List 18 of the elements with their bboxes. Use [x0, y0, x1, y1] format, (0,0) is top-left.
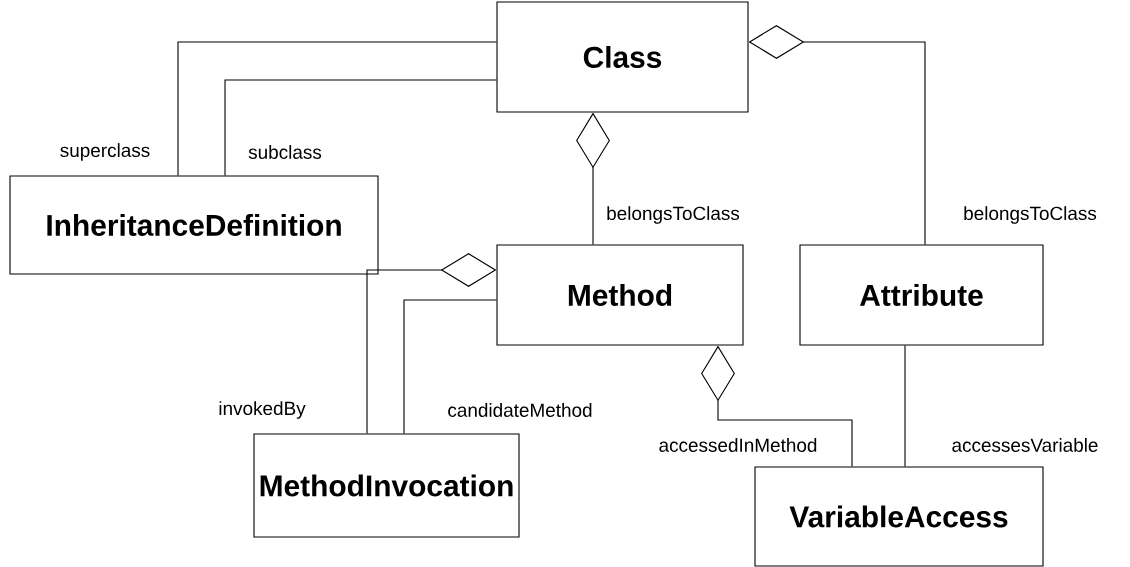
- class-box: InheritanceDefinition: [9, 175, 379, 275]
- class-box: VariableAccess: [754, 466, 1044, 567]
- class-box: Class: [496, 1, 749, 113]
- edge-label: accessesVariable: [950, 437, 1100, 453]
- connector: [224, 79, 497, 176]
- connector: [904, 345, 906, 467]
- edge-label: belongsToClass: [605, 205, 741, 225]
- edge-label: candidateMethod: [446, 402, 594, 418]
- edge-label: superclass: [58, 142, 152, 162]
- edge-label: belongsToClass: [962, 205, 1098, 225]
- edge-label: invokedBy: [217, 400, 307, 420]
- class-box: Method: [496, 244, 744, 346]
- edge-label: subclass: [247, 144, 323, 160]
- edge-label: accessedInMethod: [657, 437, 819, 453]
- connector: [177, 41, 497, 176]
- class-box: Attribute: [799, 244, 1044, 346]
- connector: [403, 299, 497, 434]
- class-box: MethodInvocation: [253, 433, 520, 538]
